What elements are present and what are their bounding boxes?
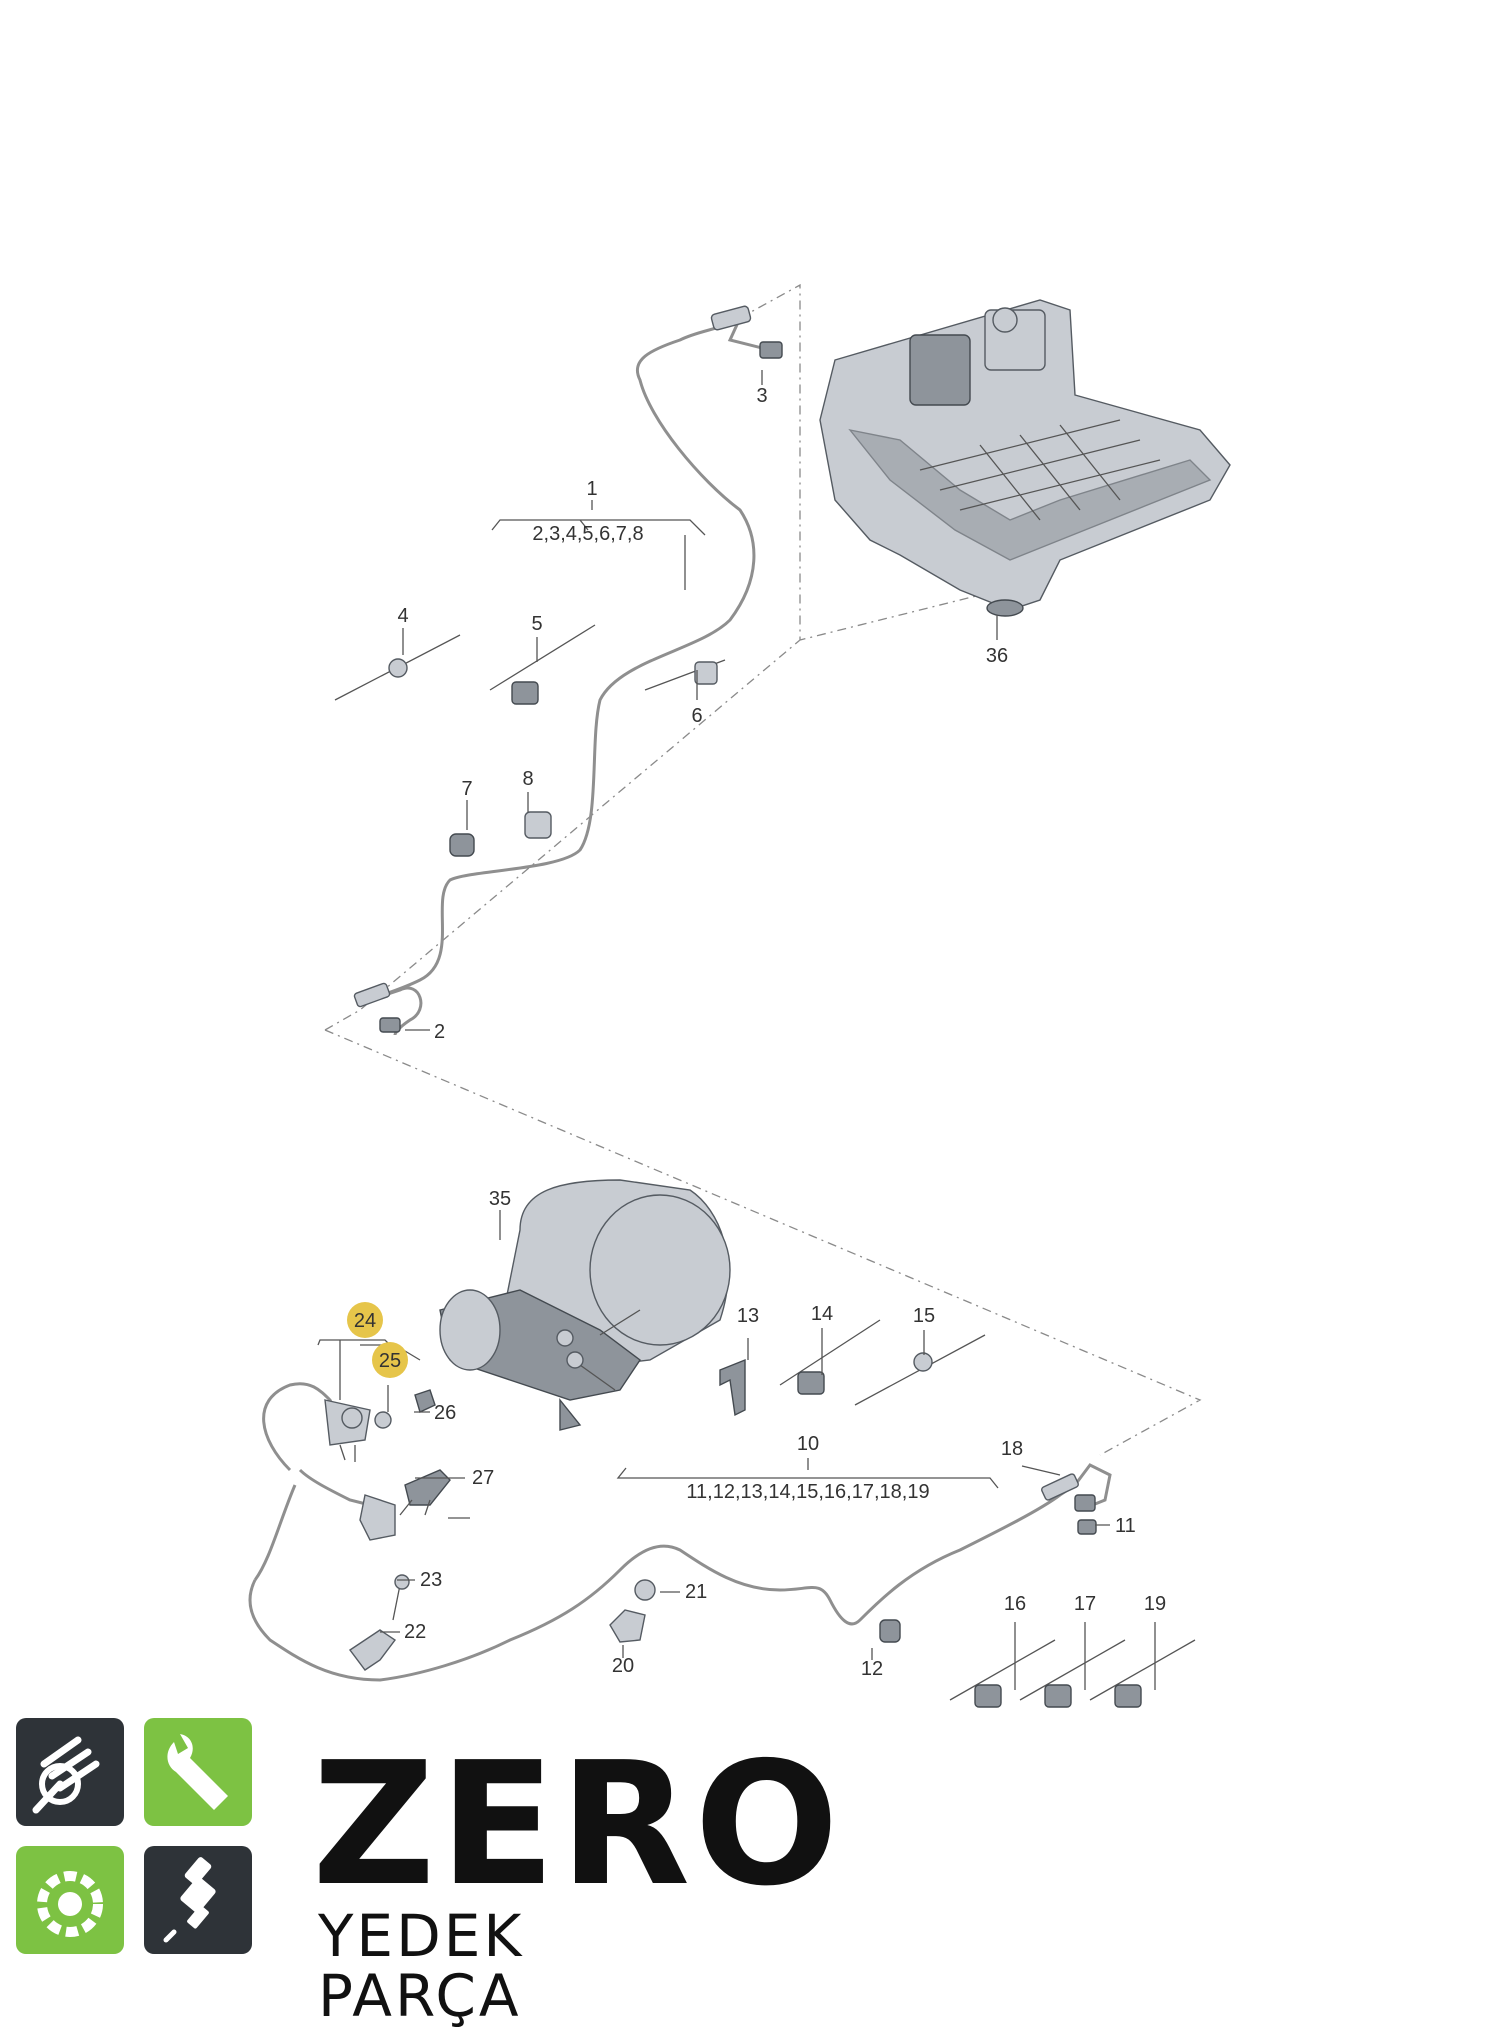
clip-19 [1089, 1639, 1196, 1708]
callout-21: 21 [685, 1581, 707, 1603]
callout-7: 7 [461, 778, 472, 800]
converter-part [439, 1179, 731, 1431]
callout-17: 17 [1074, 1593, 1096, 1615]
bracket-27 [399, 1469, 451, 1516]
callout-25: 25 [379, 1350, 401, 1372]
callout-10-group: 11,12,13,14,15,16,17,18,19 [686, 1481, 929, 1503]
wrench-tile [144, 1718, 252, 1826]
piston-tile [16, 1718, 124, 1826]
clip-17 [1019, 1639, 1126, 1708]
callout-36: 36 [986, 645, 1008, 667]
callout-8: 8 [522, 768, 533, 790]
brand-subtitle: YEDEK PARÇA [318, 1902, 525, 2030]
callout-12: 12 [861, 1658, 883, 1680]
callout-6: 6 [691, 705, 702, 727]
gear-tile [16, 1846, 124, 1954]
callout-18: 18 [1001, 1438, 1023, 1460]
sleeve-8 [524, 811, 552, 839]
lower-harness [248, 1463, 1112, 1682]
callout-23: 23 [420, 1569, 442, 1591]
gear-icon [37, 1871, 103, 1937]
callout-3: 3 [756, 385, 767, 407]
grommet-7 [449, 833, 475, 857]
callout-11: 11 [1115, 1515, 1136, 1537]
tank-part [819, 299, 1231, 617]
callout-10: 10 [797, 1433, 819, 1455]
highlight-24 [347, 1302, 383, 1338]
lower-dash-frame [324, 1029, 1202, 1456]
callout-20: 20 [612, 1655, 634, 1677]
bracket-13 [719, 1358, 746, 1417]
upper-harness [353, 305, 783, 1036]
wrench-icon [167, 1734, 228, 1810]
callout-19: 19 [1144, 1593, 1166, 1615]
callout-27: 27 [472, 1467, 494, 1489]
brand-name: ZERO [312, 1726, 843, 1924]
callout-14: 14 [811, 1303, 833, 1325]
upper-dash-frame [324, 283, 1001, 1031]
nut-21 [634, 1579, 656, 1601]
callout-13: 13 [737, 1305, 759, 1327]
callout-2: 2 [434, 1021, 445, 1043]
spark-plug-icon [163, 1857, 216, 1943]
grommet-12 [879, 1619, 901, 1643]
callout-1: 1 [586, 478, 597, 500]
clip-14 [779, 1319, 881, 1395]
clip-5 [489, 624, 596, 705]
spark-plug-tile [144, 1846, 252, 1954]
highlight-25 [372, 1342, 408, 1378]
clip-15 [854, 1334, 986, 1406]
clip-6 [644, 659, 726, 691]
callout-1-group: 2,3,4,5,6,7,8 [532, 523, 643, 545]
clip-16 [949, 1639, 1056, 1708]
callout-22: 22 [404, 1621, 426, 1643]
callout-4: 4 [397, 605, 408, 627]
callout-5: 5 [531, 613, 542, 635]
callout-24: 24 [354, 1310, 376, 1332]
bolt-23 [392, 1574, 410, 1621]
sensor-24 [253, 1382, 436, 1581]
clip-4 [334, 634, 461, 701]
callout-35: 35 [489, 1188, 511, 1210]
clip-20 [609, 1609, 646, 1643]
piston-icon [32, 1736, 100, 1814]
leader-lines [317, 370, 1156, 1690]
callout-26: 26 [434, 1402, 456, 1424]
callout-15: 15 [913, 1305, 935, 1327]
bracket-22 [348, 1629, 397, 1671]
callout-16: 16 [1004, 1593, 1026, 1615]
